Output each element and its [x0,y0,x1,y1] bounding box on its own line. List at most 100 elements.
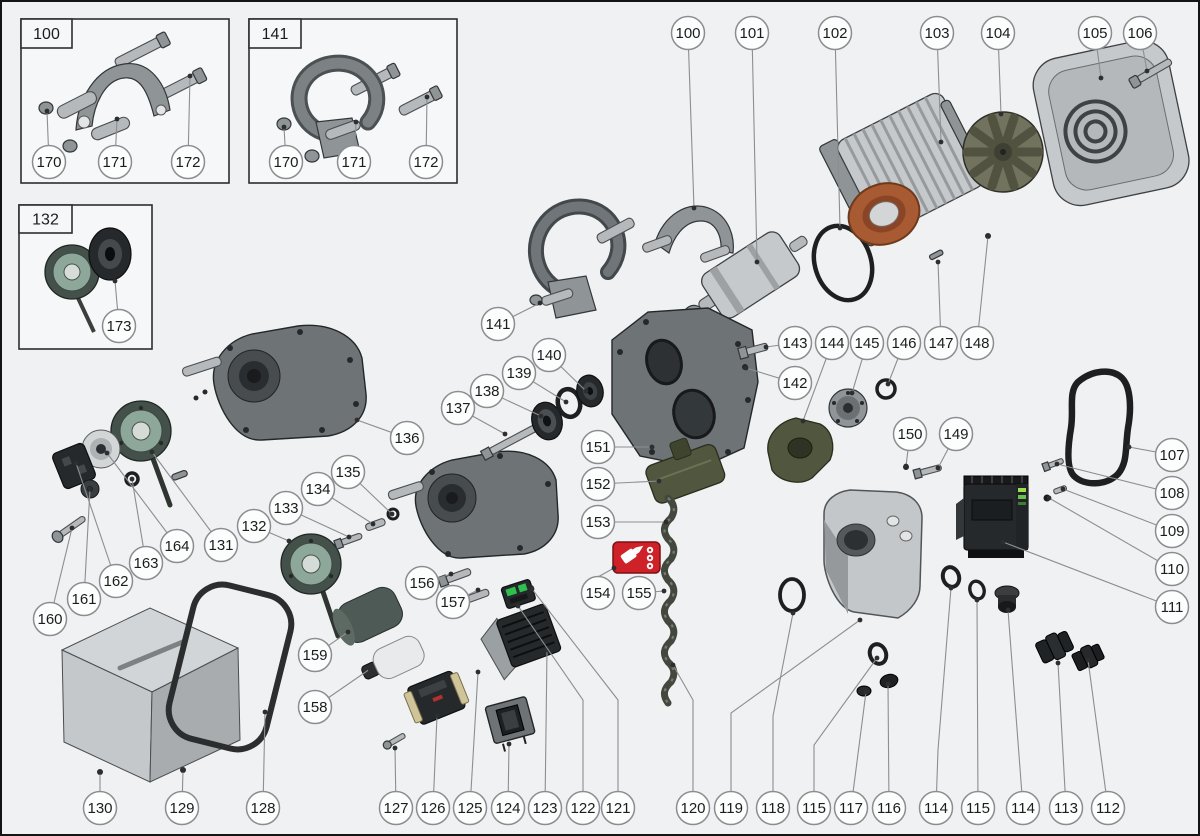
callout-circle-142 [777,365,813,401]
callout-circle-114 [918,790,954,826]
leader-line-110 [1048,497,1173,570]
callout-number-134: 134 [305,481,330,498]
leader-dot-118 [790,610,796,616]
callout-number-116: 116 [877,800,901,817]
callout-circle-155 [621,575,657,611]
leader-dot-115 [874,655,880,661]
leader-dot-103 [938,139,944,145]
leader-dot-172 [424,94,430,100]
suspension-bracket [642,205,734,263]
inset-label-132: 132 [32,212,59,229]
callout-circle-109 [1154,513,1190,549]
callout-number-173: 173 [106,318,131,335]
screw-127 [382,733,406,750]
callout-number-154: 154 [585,585,610,602]
chain-guide [645,437,726,504]
nut-icon [62,139,78,153]
capacitor-158 [361,635,425,680]
suspension-bracket-inset [75,63,171,131]
sprocket [828,388,868,428]
leader-line-117 [850,691,867,809]
callout-circle-100 [670,15,706,51]
callout-circle-154 [580,575,616,611]
motor-oring [811,223,875,303]
callout-circle-102 [817,15,853,51]
callout-number-161: 161 [71,591,96,608]
leader-line-112 [1087,659,1109,809]
leader-dot-104 [998,111,1004,117]
leader-dot-130 [97,769,103,775]
callout-number-102: 102 [822,25,847,42]
inset-tab-100 [20,18,73,49]
oring-146 [875,378,897,400]
leader-dot-172 [187,73,193,79]
leader-dot-162 [73,460,79,466]
gearbox-upper [181,324,367,441]
inset-tab-132 [18,204,73,234]
control-housing [823,489,923,619]
callout-number-133: 133 [273,500,298,517]
callout-circle-125 [452,790,488,826]
leader-line-164 [106,452,178,547]
callout-number-111: 111 [1161,599,1184,616]
leader-line-113 [1057,662,1067,809]
nut-icon [38,101,54,115]
callout-number-142: 142 [782,375,807,392]
callout-number-106: 106 [1127,25,1152,42]
callout-circle-127 [378,790,414,826]
callout-circle-152 [580,466,616,502]
callout-number-120: 120 [680,800,705,817]
callout-number-123: 123 [532,800,557,817]
leader-line-131 [151,451,222,546]
callout-circle-171 [97,144,133,180]
callout-circle-124 [490,790,526,826]
leader-dot-114 [948,585,954,591]
housing-gasket [1065,368,1134,487]
inset-132-parts [44,227,132,333]
callout-number-128: 128 [250,800,275,817]
leader-dot-125 [475,669,481,675]
callout-circle-144 [814,325,850,361]
leader-dot-156 [448,571,454,577]
leader-dot-139 [563,399,569,405]
leader-dot-141 [537,300,543,306]
callout-circle-140 [531,337,567,373]
chain-lubrication-label [612,541,661,574]
callout-circle-115 [960,790,996,826]
callout-number-115: 115 [966,800,990,817]
leader-dot-129 [180,767,186,773]
leader-dot-147 [935,259,941,265]
leader-dot-158 [367,666,373,672]
callout-number-110: 110 [1160,561,1184,578]
callout-number-112: 112 [1096,800,1120,817]
callout-circle-101 [734,15,770,51]
callout-number-157: 157 [440,594,465,611]
callout-circle-120 [675,790,711,826]
callout-circle-153 [580,504,616,540]
callout-number-137: 137 [445,400,470,417]
cable-gland-112 [1071,643,1105,672]
leader-dot-107 [1126,444,1132,450]
callout-circle-160 [32,601,68,637]
callout-circle-171 [336,144,372,180]
callout-number-129: 129 [169,800,194,817]
callout-circle-104 [980,15,1016,51]
leader-dot-126 [434,713,440,719]
leader-dot-143 [763,344,769,350]
callout-circle-111 [1154,589,1190,625]
leader-line-115 [813,657,878,808]
leader-line-101 [751,32,758,263]
callout-circle-151 [580,429,616,465]
leader-dot-109 [1060,486,1066,492]
callout-circle-143 [777,325,813,361]
fan-cover-screw [1128,58,1173,89]
leader-dot-128 [262,709,268,715]
rotor [682,231,808,329]
callout-number-170: 170 [36,154,61,171]
leader-dot-137 [502,431,508,437]
callout-circle-133 [268,490,304,526]
callout-number-162: 162 [103,573,128,590]
leader-dot-106 [1144,68,1150,74]
leader-dot-102 [837,225,843,231]
